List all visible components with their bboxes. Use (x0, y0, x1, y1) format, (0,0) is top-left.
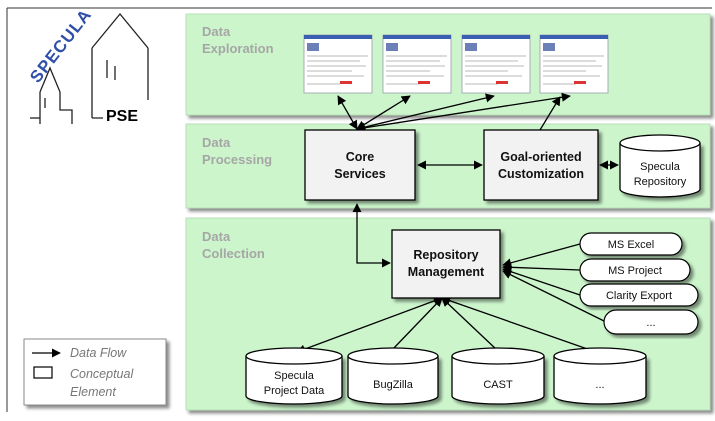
layer-data-exploration: Data Exploration (185, 13, 711, 116)
logo-badge-box (103, 100, 151, 124)
specula-logo: SPECULA PSE (26, 5, 151, 125)
ui-thumbnail-3 (461, 34, 531, 94)
repository-management-line1: Repository (413, 248, 478, 262)
source-label: MS Project (608, 265, 662, 277)
database-cast: CAST (451, 347, 545, 405)
layer-collection-line2: Collection (202, 246, 265, 261)
specula-repository-cylinder: Specula Repository (619, 134, 701, 198)
core-services-line2: Services (334, 167, 385, 181)
layer-processing-line1: Data (202, 135, 231, 150)
database-line1: ... (595, 379, 604, 391)
database-line1: Specula (274, 370, 315, 382)
source-label: Clarity Export (606, 290, 672, 302)
external-source-clarity-export: Clarity Export (579, 283, 699, 307)
source-label: MS Excel (608, 239, 654, 251)
ui-thumbnail-1 (303, 34, 373, 94)
goal-customization-box: Goal-oriented Customization (483, 129, 599, 201)
repository-management-line2: Management (408, 265, 485, 279)
database-line1: CAST (483, 379, 513, 391)
ui-thumbnail-2 (382, 34, 452, 94)
ui-thumbnail-4 (539, 34, 609, 94)
conceptual-element-icon (33, 366, 53, 379)
external-source-more: ... (603, 309, 699, 335)
external-source-ms-project: MS Project (579, 258, 691, 282)
core-services-box: Core Services (304, 129, 416, 201)
layer-collection-line1: Data (202, 229, 231, 244)
legend-element-line2: Element (70, 385, 116, 399)
database-more: ... (553, 347, 647, 405)
external-source-ms-excel: MS Excel (579, 232, 683, 256)
layer-exploration-line1: Data (202, 24, 231, 39)
legend: Data Flow Conceptual Element (23, 338, 167, 406)
repository-management-box: Repository Management (391, 229, 501, 299)
goal-customization-line2: Customization (498, 167, 584, 181)
database-line1: BugZilla (373, 379, 414, 391)
data-flow-arrows (296, 92, 619, 354)
layer-exploration-line2: Exploration (202, 41, 274, 56)
legend-data-flow: Data Flow (70, 346, 127, 360)
specula-repository-line2: Repository (634, 176, 687, 188)
database-bugzilla: BugZilla (347, 347, 439, 405)
logo-wordmark: SPECULA (26, 5, 95, 86)
goal-customization-line1: Goal-oriented (500, 150, 581, 164)
database-specula-project-data: Specula Project Data (245, 347, 343, 405)
database-line2: Project Data (264, 385, 325, 397)
specula-repository-line1: Specula (640, 161, 681, 173)
core-services-line1: Core (346, 150, 375, 164)
logo-badge: PSE (106, 108, 138, 125)
source-label: ... (646, 317, 655, 329)
legend-element-line1: Conceptual (70, 367, 134, 381)
layer-processing-line2: Processing (202, 152, 272, 167)
